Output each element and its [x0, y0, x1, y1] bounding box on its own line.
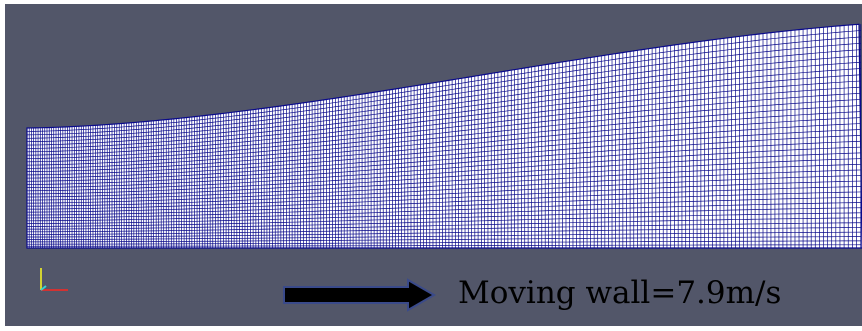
axes-triad-icon: [40, 268, 68, 291]
mesh-boundary: [26, 23, 862, 249]
moving-wall-label: Moving wall=7.9m/s: [458, 275, 782, 311]
right-arrow-icon: [283, 278, 437, 312]
mesh-vertical-gridlines: [28, 24, 862, 248]
mesh-domain: [27, 24, 862, 249]
